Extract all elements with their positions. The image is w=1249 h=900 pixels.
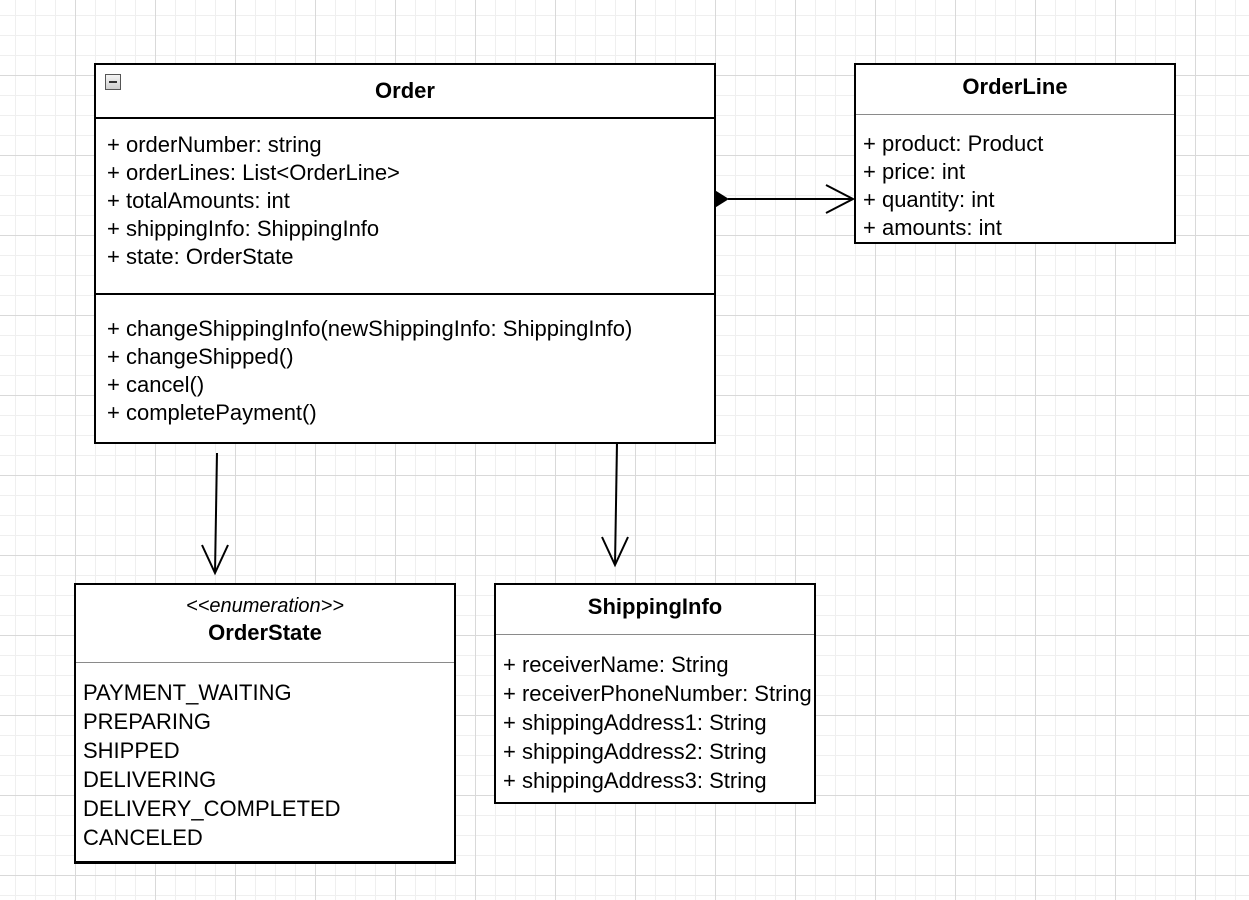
enum-orderstate[interactable]: <<enumeration>> OrderState PAYMENT_WAITI… bbox=[74, 583, 456, 864]
operation-row: + completePayment() bbox=[107, 400, 317, 425]
arrowhead-icon bbox=[601, 536, 629, 568]
operation-row: + changeShippingInfo(newShippingInfo: Sh… bbox=[107, 316, 633, 341]
class-order-header[interactable]: Order bbox=[96, 65, 714, 117]
arrowhead-icon bbox=[201, 544, 229, 576]
class-order[interactable]: Order + orderNumber: string + orderLines… bbox=[94, 63, 716, 444]
enum-literal: SHIPPED bbox=[83, 738, 180, 763]
class-orderline-header[interactable]: OrderLine bbox=[856, 65, 1174, 114]
attribute-row: + receiverName: String bbox=[503, 652, 729, 677]
attribute-row: + totalAmounts: int bbox=[107, 188, 290, 213]
attribute-row: + amounts: int bbox=[863, 215, 1002, 240]
attributes-compartment[interactable]: + product: Product + price: int + quanti… bbox=[856, 114, 1174, 242]
association-order-orderstate[interactable] bbox=[201, 452, 229, 576]
enum-literal: PAYMENT_WAITING bbox=[83, 680, 292, 705]
class-name: Order bbox=[375, 78, 435, 103]
literals-compartment[interactable]: PAYMENT_WAITING PREPARING SHIPPED DELIVE… bbox=[76, 662, 454, 852]
attributes-compartment[interactable]: + orderNumber: string + orderLines: List… bbox=[96, 117, 714, 293]
attribute-row: + shippingAddress3: String bbox=[503, 768, 767, 793]
enum-orderstate-header[interactable]: <<enumeration>> OrderState bbox=[76, 585, 454, 662]
attributes-compartment[interactable]: + receiverName: String + receiverPhoneNu… bbox=[496, 634, 814, 795]
enum-literal: DELIVERING bbox=[83, 767, 217, 792]
operation-row: + cancel() bbox=[107, 372, 205, 397]
attribute-row: + shippingInfo: ShippingInfo bbox=[107, 216, 380, 241]
attribute-row: + shippingAddress2: String bbox=[503, 739, 767, 764]
attribute-row: + shippingAddress1: String bbox=[503, 710, 767, 735]
attribute-row: + product: Product bbox=[863, 131, 1044, 156]
operation-row: + changeShipped() bbox=[107, 344, 294, 369]
class-name: OrderLine bbox=[962, 74, 1068, 99]
attribute-row: + receiverPhoneNumber: String bbox=[503, 681, 812, 706]
attribute-row: + orderNumber: string bbox=[107, 132, 322, 157]
arrowhead-icon bbox=[825, 184, 856, 214]
attribute-row: + orderLines: List<OrderLine> bbox=[107, 160, 400, 185]
enum-literal: DELIVERY_COMPLETED bbox=[83, 796, 341, 821]
class-name: ShippingInfo bbox=[587, 594, 723, 619]
attribute-row: + state: OrderState bbox=[107, 244, 294, 269]
class-shippinginfo-header[interactable]: ShippingInfo bbox=[496, 585, 814, 634]
enum-literal: CANCELED bbox=[83, 825, 203, 850]
composition-order-orderline[interactable] bbox=[695, 184, 856, 214]
class-name: OrderState bbox=[208, 620, 322, 645]
association-order-shippinginfo[interactable] bbox=[601, 443, 629, 568]
operations-compartment[interactable]: + changeShippingInfo(newShippingInfo: Sh… bbox=[96, 293, 714, 442]
attribute-row: + quantity: int bbox=[863, 187, 995, 212]
stereotype-label: <<enumeration>> bbox=[186, 595, 344, 617]
class-orderline[interactable]: OrderLine + product: Product + price: in… bbox=[854, 63, 1176, 244]
collapse-icon[interactable] bbox=[105, 74, 121, 90]
enum-literal: PREPARING bbox=[83, 709, 211, 734]
attribute-row: + price: int bbox=[863, 159, 966, 184]
class-shippinginfo[interactable]: ShippingInfo + receiverName: String + re… bbox=[494, 583, 816, 804]
